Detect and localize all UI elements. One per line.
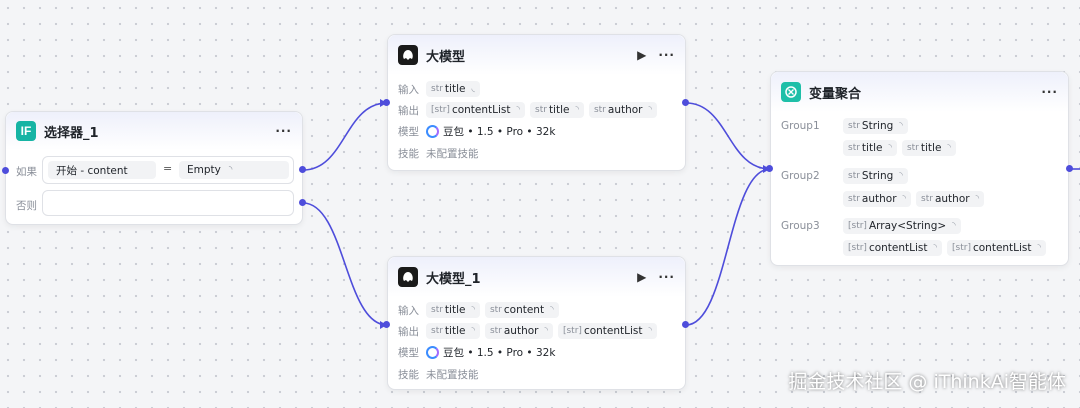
else-label: 否则 [16,200,37,212]
llm1-output-port[interactable] [682,321,689,328]
group1-label: Group1 [781,120,820,132]
output-label: 输出 [398,104,419,117]
doubao-icon [426,346,439,359]
edge-llm1-to-aggregator [685,168,771,326]
skill-label: 技能 [398,148,419,160]
input-label: 输入 [398,83,419,96]
model-name[interactable]: 豆包 • 1.5 • Pro • 32k [443,347,556,359]
else-condition-box[interactable] [42,190,294,216]
more-icon[interactable]: ··· [1041,85,1058,99]
run-icon[interactable]: ▶ [637,48,647,62]
loading-icon: ◝ [228,165,233,175]
aggregator-input-port[interactable] [766,165,773,172]
edge-llm-to-aggregator [685,102,771,170]
llm1-input-port[interactable] [383,321,390,328]
output-label: 输出 [398,325,419,338]
more-icon[interactable]: ··· [275,124,292,138]
llm-icon [398,267,418,287]
skill-value: 未配置技能 [426,148,479,160]
llm-icon [398,45,418,65]
group3-var-chip[interactable]: [str]contentList◝ [843,240,943,256]
selector-if-port[interactable] [299,166,306,173]
condition-right-field[interactable]: Empty◝ [179,161,289,179]
if-label: 如果 [16,166,37,178]
group3-var-chip[interactable]: [str]contentList◝ [947,240,1047,256]
run-icon[interactable]: ▶ [637,270,647,284]
edge-selector-else-to-llm1 [302,202,388,326]
condition-operator[interactable]: = [163,162,173,175]
group2-label: Group2 [781,170,820,182]
condition-left-field[interactable]: 开始 - content [48,161,156,179]
llm1-title: 大模型_1 [426,271,481,287]
output-var-chip[interactable]: [str]contentList◝ [426,102,526,118]
output-var-chip[interactable]: [str]contentList◝ [557,323,657,339]
llm1-header[interactable]: 大模型_1 ▶ ··· [388,257,685,297]
more-icon[interactable]: ··· [658,270,675,284]
model-label: 模型 [398,126,419,138]
aggregator-title: 变量聚合 [809,86,862,102]
llm-header[interactable]: 大模型 ▶ ··· [388,35,685,75]
selector-node[interactable]: IF 选择器_1 ··· 如果 开始 - content = Empty◝ 否则 [5,111,303,225]
more-icon[interactable]: ··· [658,48,675,62]
loading-icon: ◟ [471,84,475,94]
model-label: 模型 [398,347,419,359]
aggregator-output-port[interactable] [1066,165,1073,172]
group3-label: Group3 [781,220,820,232]
llm-title: 大模型 [426,49,466,65]
selector-header[interactable]: IF 选择器_1 ··· [6,112,302,150]
if-icon: IF [16,121,36,141]
doubao-icon [426,125,439,138]
llm-input-port[interactable] [383,99,390,106]
selector-else-port[interactable] [299,199,306,206]
input-label: 输入 [398,304,419,317]
model-name[interactable]: 豆包 • 1.5 • Pro • 32k [443,126,556,138]
llm-output-port[interactable] [682,99,689,106]
edge-selector-if-to-llm [302,102,388,171]
group3-type-chip[interactable]: [str]Array<String>◝ [843,218,961,234]
watermark: 掘金技术社区 @ iThinkAi智能体 [788,371,1066,393]
selector-title: 选择器_1 [44,125,99,141]
skill-label: 技能 [398,369,419,381]
skill-value: 未配置技能 [426,369,479,381]
selector-input-port[interactable] [2,167,9,174]
aggregate-icon [781,82,801,102]
aggregator-header[interactable]: 变量聚合 ··· [771,72,1068,112]
